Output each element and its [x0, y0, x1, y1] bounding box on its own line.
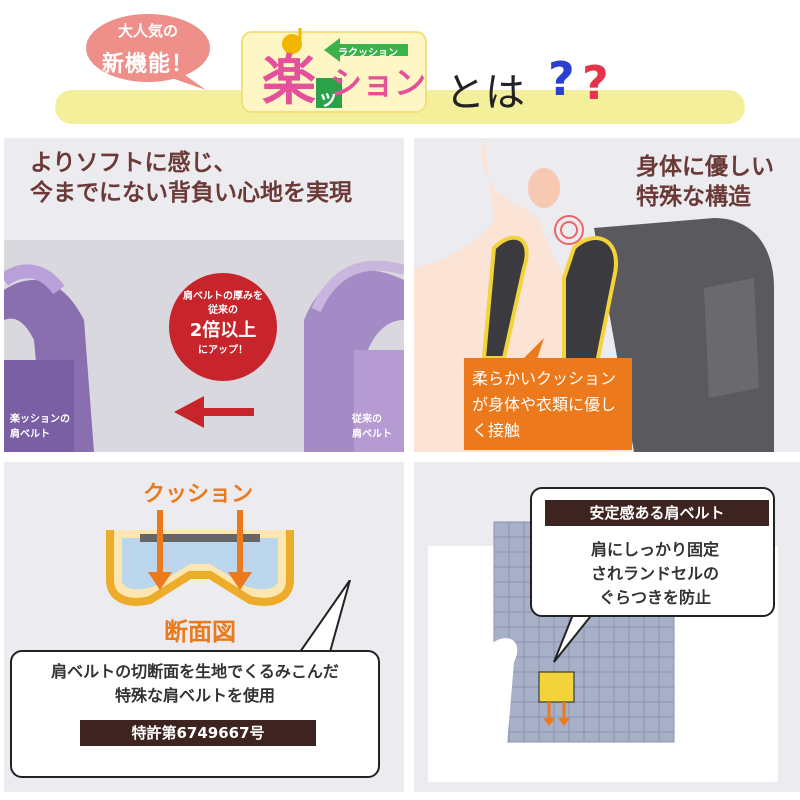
panel2-title: 身体に優しい 特殊な構造	[636, 152, 796, 212]
panel1-title: よりソフトに感じ、 今までにない背負い心地を実現	[30, 148, 390, 208]
cross-section-label: 断面図	[164, 618, 236, 646]
panel1-title-line2: 今までにない背負い心地を実現	[30, 180, 352, 206]
label-old-belt-line2: 肩ベルト	[352, 429, 392, 440]
cushion-label: クッション	[142, 482, 253, 507]
orange-callout-line1: 柔らかいクッション	[472, 369, 617, 388]
stability-bubble-title: 安定感ある肩ベルト	[545, 500, 769, 526]
logo-tag-text: ラクッション	[338, 48, 398, 59]
label-old-belt-line1: 従来の	[352, 414, 382, 425]
stability-line1: 肩にしっかり固定	[590, 540, 719, 559]
logo-small-kana: ッ	[318, 86, 338, 110]
circle-text-line3: 2倍以上	[189, 320, 257, 341]
badge-text-line2: 新機能！	[101, 52, 194, 77]
cross-section-line1: 肩ベルトの切断面を生地でくるみこんだ	[51, 662, 339, 681]
circle-text-line2: 従来の	[208, 305, 238, 316]
cross-section-line2: 特殊な肩ベルトを使用	[114, 686, 275, 705]
orange-callout-line3: く接触	[472, 421, 521, 440]
red-circle-badge	[169, 273, 277, 381]
cross-section-diagram	[106, 510, 294, 606]
bubble3-tail	[298, 580, 351, 653]
shoulder-belt-photo	[4, 240, 404, 452]
panel2-title-line1: 身体に優しい	[636, 154, 774, 180]
stability-line3: ぐらつきを防止	[598, 588, 711, 607]
question-mark-red: ?	[582, 56, 609, 110]
orange-callout-text: 柔らかいクッション が身体や衣類に優し く接触	[472, 366, 632, 444]
panel2-title-line2: 特殊な構造	[636, 184, 751, 210]
speech-badge	[86, 14, 210, 90]
label-old-belt: 従来の 肩ベルト	[352, 412, 392, 442]
logo-kanji: 楽	[262, 48, 316, 112]
label-new-belt-line1: 楽ッションの	[10, 414, 70, 425]
badge-text-line1: 大人気の	[117, 22, 178, 40]
label-new-belt: 楽ッションの 肩ベルト	[10, 412, 70, 442]
orange-callout-box	[464, 358, 632, 450]
question-mark-blue: ?	[548, 52, 575, 106]
circle-text-line1: 肩ベルトの厚みを	[183, 291, 263, 302]
stability-bubble-text: 肩にしっかり固定 されランドセルの ぐらつきを防止	[540, 538, 770, 610]
rakusshon-logo	[241, 28, 427, 113]
circle-text: 肩ベルトの厚みを 従来の 2倍以上 にアップ！	[178, 290, 268, 358]
orange-callout-line2: が身体や衣類に優し	[472, 395, 617, 414]
patent-label: 特許第6749667号	[80, 720, 316, 746]
logo-rest-text: ション	[330, 64, 427, 102]
circle-text-line4: にアップ！	[198, 345, 248, 356]
cross-section-bubble	[10, 650, 380, 778]
panel1-title-line1: よりソフトに感じ、	[30, 150, 237, 176]
cross-section-bubble-text: 肩ベルトの切断面を生地でくるみこんだ 特殊な肩ベルトを使用	[14, 660, 376, 708]
stability-line2: されランドセルの	[590, 564, 719, 583]
toha-text: とは	[445, 70, 525, 116]
label-new-belt-line2: 肩ベルト	[10, 429, 50, 440]
